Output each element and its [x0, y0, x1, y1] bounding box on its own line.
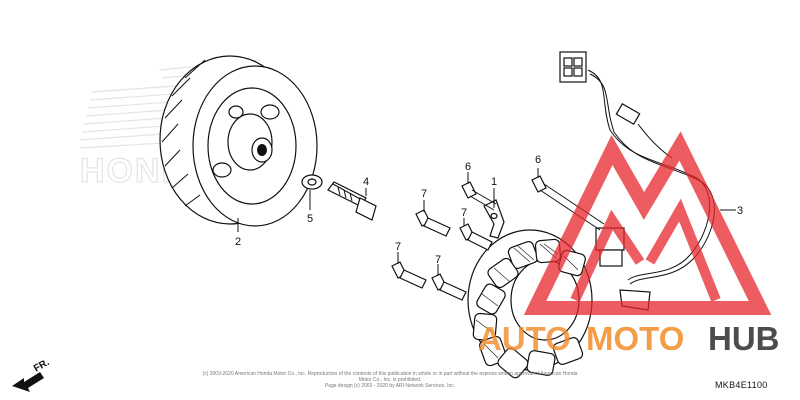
copyright-line-2: Page design (c) 2003 - 2020 by ARI Netwo…: [324, 383, 456, 389]
logo-text-moto: MOTO: [586, 320, 684, 357]
automotohub-logo: AUTO MOTO HUB: [478, 131, 780, 357]
bolt-7d: [431, 273, 467, 301]
direction-label: FR.: [32, 357, 52, 375]
bolt-7b: [459, 223, 493, 251]
callout-7d: 7: [435, 254, 441, 266]
logo-text-auto: AUTO: [478, 320, 571, 357]
callout-6a: 6: [465, 161, 471, 173]
washer: [301, 174, 323, 190]
callout-6b: 6: [535, 154, 541, 166]
callout-7c: 7: [395, 241, 401, 253]
front-direction-arrow: FR.: [12, 357, 52, 392]
copyright-line-1: (c) 2003-2020 American Honda Motor Co., …: [202, 371, 578, 383]
callout-5: 5: [307, 213, 313, 225]
bolt-7c: [391, 261, 427, 289]
callout-2: 2: [235, 236, 241, 248]
callout-7a: 7: [421, 188, 427, 200]
bolt-6a: [461, 181, 497, 211]
diagram-code: MKB4E1100: [715, 380, 768, 390]
callout-4: 4: [363, 176, 369, 188]
flywheel-bolt: [327, 181, 377, 221]
flywheel-rotor: [159, 55, 318, 227]
leader-lines: [237, 168, 736, 276]
logo-text-hub: HUB: [708, 320, 780, 357]
callout-3: 3: [737, 205, 743, 217]
bolt-7a: [415, 209, 451, 237]
callout-1: 1: [491, 176, 497, 188]
callout-7b: 7: [461, 207, 467, 219]
bolt-6b: [531, 175, 605, 231]
copyright-notice: (c) 2003-2020 American Honda Motor Co., …: [200, 371, 580, 389]
stator-bracket: [483, 199, 505, 239]
